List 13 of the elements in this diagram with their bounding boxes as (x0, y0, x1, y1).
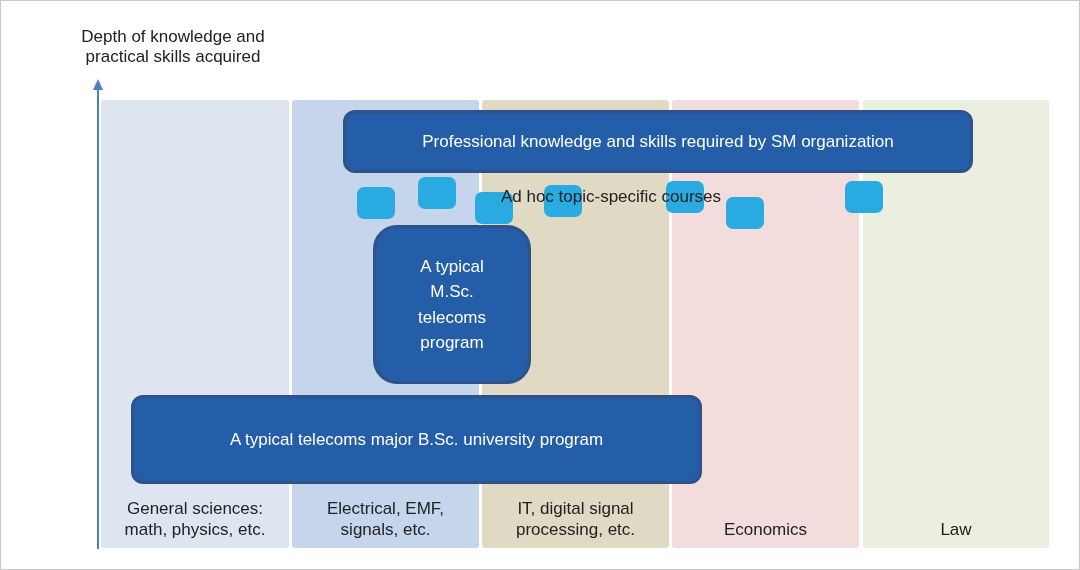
program-box: A typical telecoms major B.Sc. university program (131, 395, 702, 484)
program-box: A typical M.Sc. telecoms program (373, 225, 531, 384)
subject-area-band: Electrical, EMF, signals, etc. (292, 486, 479, 548)
subject-area-band: General sciences: math, physics, etc. (101, 486, 289, 548)
subject-area-band: IT, digital signal processing, etc. (482, 486, 669, 548)
subject-area-band: Law (863, 486, 1049, 548)
program-box: Professional knowledge and skills required by SM organization (343, 110, 973, 173)
course-block (418, 177, 456, 209)
axis-title: Depth of knowledge and practical skills acquired (80, 27, 266, 67)
course-block (845, 181, 883, 213)
course-block (357, 187, 395, 219)
subject-area-band: Economics (672, 486, 859, 548)
course-block (726, 197, 764, 229)
